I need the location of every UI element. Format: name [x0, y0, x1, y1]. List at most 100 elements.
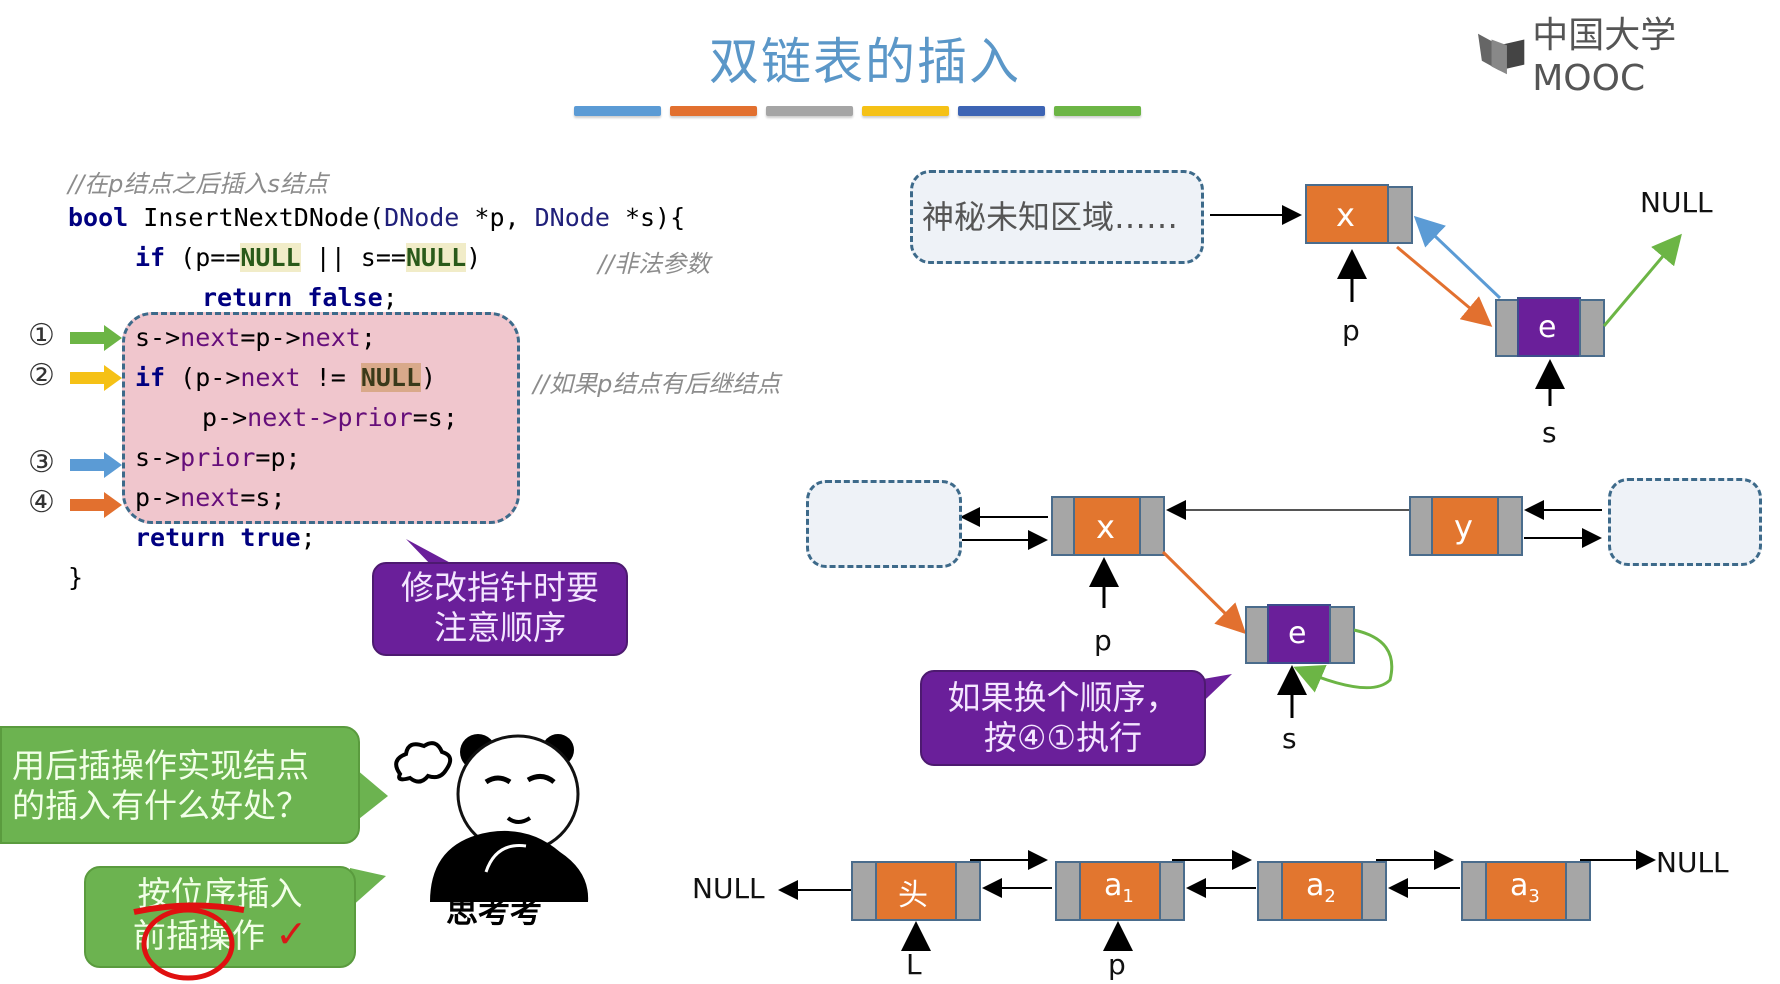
check-mark-icon: ✓: [275, 912, 308, 956]
accent-bar: [574, 106, 661, 116]
code-comment-invalid-params: //非法参数: [598, 250, 711, 278]
node-e-prior: [1495, 299, 1519, 357]
node-subscript: 1: [1122, 886, 1134, 907]
code-text: =p;: [255, 443, 301, 472]
unknown-left-box: [806, 480, 962, 568]
node-x-label: x: [1336, 196, 1355, 234]
code-if-null-check: if (p==NULL || s==NULL): [135, 243, 481, 272]
bubble-line: 用后插操作实现结点: [12, 746, 309, 785]
answer-bubble: 按位序插入 前插操作 ✓: [84, 866, 356, 968]
node-x-prior: [1051, 496, 1075, 556]
code-text: (p==: [165, 243, 241, 272]
panda-meme-icon: [394, 734, 589, 902]
accent-bars: [574, 106, 1141, 116]
mooc-logo: 中国大学MOOC: [1478, 6, 1780, 99]
next-arrow: [1161, 550, 1247, 635]
orange-arrow-icon: [70, 492, 122, 518]
node-e-data: [1267, 604, 1331, 664]
code-closing-brace: }: [68, 563, 84, 592]
code-step-1: s->next=p->next;: [135, 323, 376, 352]
field-name: next->prior: [247, 403, 413, 432]
code-text: !=: [300, 363, 361, 392]
yellow-arrow-icon: [70, 365, 122, 391]
self-loop-arrow: [1293, 628, 1394, 693]
node-x-label: x: [1096, 508, 1115, 546]
function-name: InsertNextDNode(: [128, 203, 385, 232]
keyword: if: [135, 243, 166, 272]
node-text: a: [1104, 868, 1123, 903]
bubble-pointer: [350, 868, 386, 908]
next-arrow: [1396, 245, 1493, 327]
accent-bar: [862, 106, 949, 116]
null-literal: NULL: [360, 363, 422, 392]
pointer-L-label: L: [906, 948, 922, 981]
keyword: if: [135, 363, 166, 392]
node-subscript: 3: [1528, 886, 1540, 907]
type-name: DNode: [384, 203, 460, 232]
highlighted-steps-box: [122, 312, 520, 524]
node-a1-label: a1: [1104, 868, 1134, 907]
node-e-next: [1579, 299, 1605, 357]
prior-arrow: [1413, 215, 1502, 300]
code-step-2b: p->next->prior=s;: [202, 403, 458, 432]
logo-text: 中国大学MOOC: [1532, 15, 1677, 99]
node-a3-label: a3: [1510, 868, 1540, 907]
code-step-2: if (p->next != NULL): [135, 363, 436, 392]
blue-arrow-icon: [70, 452, 122, 478]
accent-bar: [1054, 106, 1141, 116]
node-y-prior: [1409, 496, 1433, 556]
node-e-label: e: [1288, 616, 1307, 651]
code-text: s->: [135, 323, 181, 352]
code-text: || s==: [300, 243, 406, 272]
node-y-next: [1497, 496, 1523, 556]
type-name: DNode: [534, 203, 610, 232]
unknown-region-box: [910, 170, 1204, 264]
red-annotation-circle: [133, 902, 245, 981]
unknown-right-box: [1608, 478, 1762, 566]
field-name: next: [180, 323, 241, 352]
node-y-data: [1431, 496, 1499, 556]
code-text: (p->: [165, 363, 241, 392]
null-left-label: NULL: [692, 872, 765, 905]
code-text: =s;: [412, 403, 458, 432]
code-text: ): [466, 243, 482, 272]
node-x-next: [1139, 496, 1165, 556]
null-right-label: NULL: [1656, 846, 1729, 879]
code-text: ;: [360, 323, 376, 352]
bubble-line: 前插操作 ✓: [86, 914, 354, 956]
code-return-true: return true;: [135, 523, 316, 552]
callout-line: 如果换个顺序，: [947, 678, 1179, 717]
code-return-false: return false;: [202, 283, 398, 312]
code-comment-header: //在p结点之后插入s结点: [68, 170, 328, 198]
code-step-4: p->next=s;: [135, 483, 286, 512]
node-e-label: e: [1538, 310, 1557, 345]
code-text: s->: [135, 443, 181, 472]
node-subscript: 2: [1324, 886, 1336, 907]
field-name: next: [180, 483, 241, 512]
question-bubble: 用后插操作实现结点 的插入有什么好处？: [0, 726, 360, 844]
code-text: ): [421, 363, 437, 392]
next-null-arrow: [1602, 233, 1682, 327]
green-arrow-icon: [70, 325, 122, 351]
node-e-prior: [1245, 606, 1269, 664]
node-x-data: [1305, 184, 1389, 244]
bottom-list-nodes: [851, 861, 1591, 921]
pointer-p-label: p: [1342, 314, 1360, 347]
node-y-label: y: [1454, 508, 1473, 546]
code-signature: bool InsertNextDNode(DNode *p, DNode *s)…: [68, 203, 685, 232]
accent-bar: [670, 106, 757, 116]
unknown-region-label: 神秘未知区域……: [922, 198, 1179, 236]
node-text: a: [1510, 868, 1529, 903]
code-comment-has-successor: //如果p结点有后继结点: [533, 370, 781, 398]
accent-bar: [958, 106, 1045, 116]
param: *s){: [609, 203, 686, 232]
pointer-s-label: s: [1542, 416, 1557, 449]
null-label: NULL: [1640, 186, 1713, 219]
callout-swap-order: 如果换个顺序， 按④①执行: [920, 670, 1206, 766]
param: *p,: [459, 203, 535, 232]
callout-order-warning: 修改指针时要 注意顺序: [372, 562, 628, 656]
code-text: p->: [202, 403, 248, 432]
step-marker-1: ①: [28, 318, 55, 353]
slide-title: 双链表的插入: [709, 33, 1021, 91]
